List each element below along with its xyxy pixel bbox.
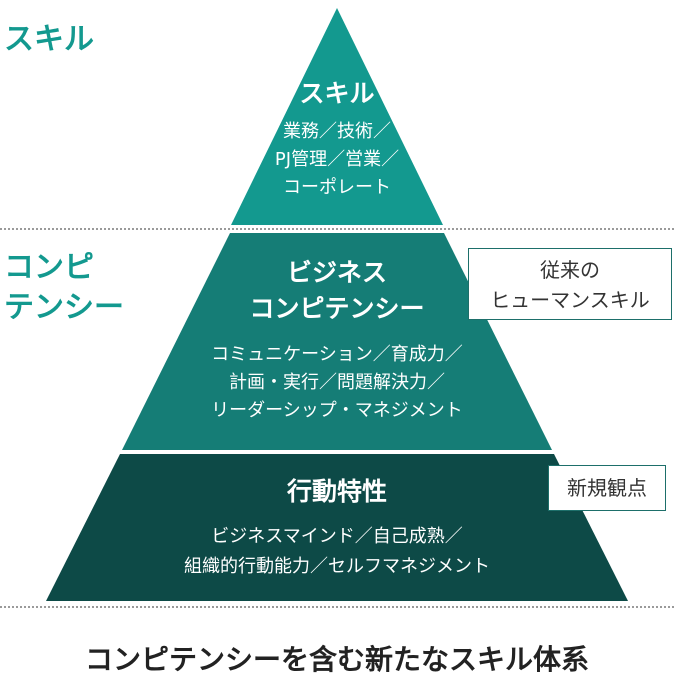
tier-business-competency-text: ビジネス コンピテンシー コミュニケーション／育成力／ 計画・実行／問題解決力／… — [157, 255, 517, 425]
tier-behavior-traits-text: 行動特性 ビジネスマインド／自己成熟／ 組織的行動能力／セルフマネジメント — [137, 474, 537, 582]
note-new-perspective: 新規観点 — [548, 465, 666, 511]
pyramid-tier-business-competency — [122, 233, 552, 450]
tier-business-competency-title: ビジネス コンピテンシー — [249, 258, 425, 323]
side-label-skill: スキル — [4, 22, 94, 57]
tier-behavior-traits-items: ビジネスマインド／自己成熟／ 組織的行動能力／セルフマネジメント — [184, 526, 490, 577]
tier-behavior-traits-title: 行動特性 — [286, 477, 387, 506]
divider-bottom — [0, 606, 674, 608]
tier-skill-title: スキル — [299, 79, 375, 108]
note-traditional-human-skill: 従来の ヒューマンスキル — [468, 248, 672, 320]
tier-skill-text: スキル 業務／技術／ PJ管理／営業／ コーポレート — [237, 76, 437, 202]
diagram-caption: コンピテンシーを含む新たなスキル体系 — [84, 643, 589, 676]
side-label-competency: コンピ テンシー — [4, 250, 124, 325]
tier-skill-items: 業務／技術／ PJ管理／営業／ コーポレート — [274, 121, 400, 198]
divider-top — [0, 228, 674, 230]
pyramid-tier-skill — [231, 8, 443, 225]
tier-business-competency-items: コミュニケーション／育成力／ 計画・実行／問題解決力／ リーダーシップ・マネジメ… — [211, 344, 463, 421]
pyramid-tier-behavior-traits — [46, 454, 628, 601]
